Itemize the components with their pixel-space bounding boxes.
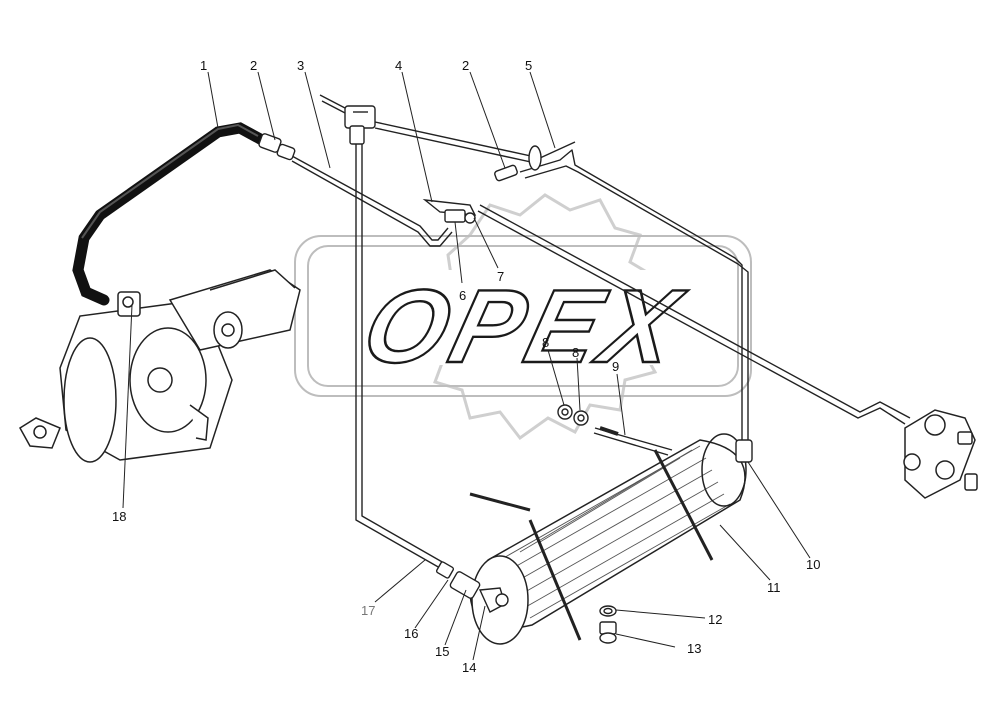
callout-2b: 2 [462, 58, 469, 73]
callout-8b: 8 [572, 345, 579, 360]
pipe-17-vertical-b [361, 142, 445, 564]
callout-15: 15 [435, 644, 449, 659]
fitting-2-right [494, 164, 518, 182]
callout-17: 17 [361, 603, 375, 618]
brake-chamber [18, 269, 301, 463]
pipelines [291, 94, 911, 569]
pipe-17-vertical [355, 142, 441, 569]
pipe-top-right-2 [374, 127, 541, 165]
callout-18: 18 [112, 509, 126, 524]
callout-13: 13 [687, 641, 701, 656]
washer-plug [599, 605, 617, 644]
hose-1 [72, 122, 268, 306]
pipe-3 [291, 155, 449, 241]
callout-9: 9 [612, 359, 619, 374]
pipe-5 [519, 149, 743, 440]
hose-coupling-2 [258, 133, 296, 161]
hose-1-highlight [81, 123, 259, 239]
watermark-text: OPEX [353, 268, 695, 384]
bracket-4 [422, 199, 477, 224]
callout-7: 7 [497, 269, 504, 284]
callout-8a: 8 [542, 335, 549, 350]
receiver-strap-2 [653, 449, 714, 561]
callout-5: 5 [525, 58, 532, 73]
watermark-frame-band [320, 270, 725, 365]
callout-6: 6 [459, 288, 466, 303]
receiver-fittings [435, 426, 753, 613]
watermark-frame-inner [307, 245, 739, 387]
callout-2a: 2 [250, 58, 257, 73]
callout-3: 3 [297, 58, 304, 73]
receiver-strap-1 [528, 519, 582, 641]
callout-10: 10 [806, 557, 820, 572]
watermark [294, 193, 752, 441]
clamp-5 [528, 145, 542, 171]
callout-11: 11 [767, 580, 781, 595]
pipe-to-valve-b [477, 210, 906, 425]
pipe-to-valve [479, 204, 911, 419]
pipe-top-left-2 [321, 100, 348, 115]
valve [903, 409, 978, 499]
pipe-top-right [374, 121, 576, 159]
pipe-3-b [291, 160, 453, 247]
callout-14: 14 [462, 660, 476, 675]
callout-12: 12 [708, 612, 722, 627]
leader-lines [122, 71, 811, 661]
callout-16: 16 [404, 626, 418, 641]
callout-4: 4 [395, 58, 402, 73]
callout-labels: 1 2 3 4 2 5 6 7 8 8 9 10 11 12 13 14 15 … [112, 58, 820, 675]
pipe-5-b [524, 165, 749, 440]
callout-1: 1 [200, 58, 207, 73]
nuts-8 [557, 404, 589, 426]
tee-fitting [344, 105, 376, 145]
